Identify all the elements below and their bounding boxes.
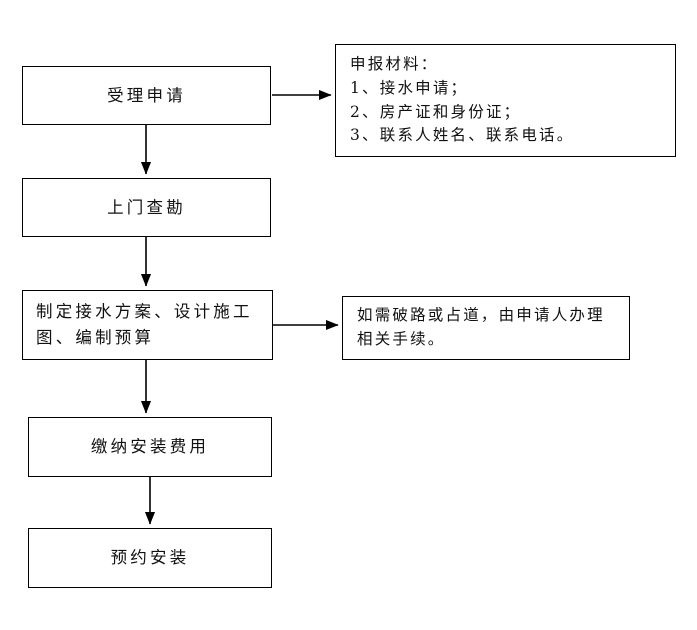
note-2-line-2: 相关手续。 [357, 330, 446, 348]
note-1-line-3: 2、房产证和身份证； [350, 102, 522, 121]
step-4-label: 缴纳安装费用 [90, 437, 210, 457]
step-4-box[interactable]: 缴纳安装费用 [28, 417, 272, 477]
step-2-label: 上门查勘 [107, 197, 186, 217]
step-5-box[interactable]: 预约安装 [28, 528, 272, 588]
note-1-box[interactable]: 申报材料： 1、接水申请； 2、房产证和身份证； 3、联系人姓名、联系电话。 [335, 44, 676, 157]
step-3-label-line-2: 图、编制预算 [36, 328, 155, 347]
note-1-line-2: 1、接水申请； [350, 78, 469, 97]
note-2-line-1: 如需破路或占道，由申请人办理 [357, 306, 605, 325]
note-1-line-1: 申报材料： [350, 55, 439, 74]
step-1-label: 受理申请 [107, 85, 186, 105]
note-1-line-4: 3、联系人姓名、联系电话。 [350, 126, 575, 145]
step-3-label-line-1: 制定接水方案、设计施工 [36, 302, 253, 322]
step-3-box[interactable]: 制定接水方案、设计施工 图、编制预算 [22, 290, 273, 360]
note-2-box[interactable]: 如需破路或占道，由申请人办理 相关手续。 [342, 296, 630, 360]
step-2-box[interactable]: 上门查勘 [22, 178, 271, 237]
step-1-box[interactable]: 受理申请 [22, 66, 271, 125]
step-5-label: 预约安装 [110, 548, 190, 568]
